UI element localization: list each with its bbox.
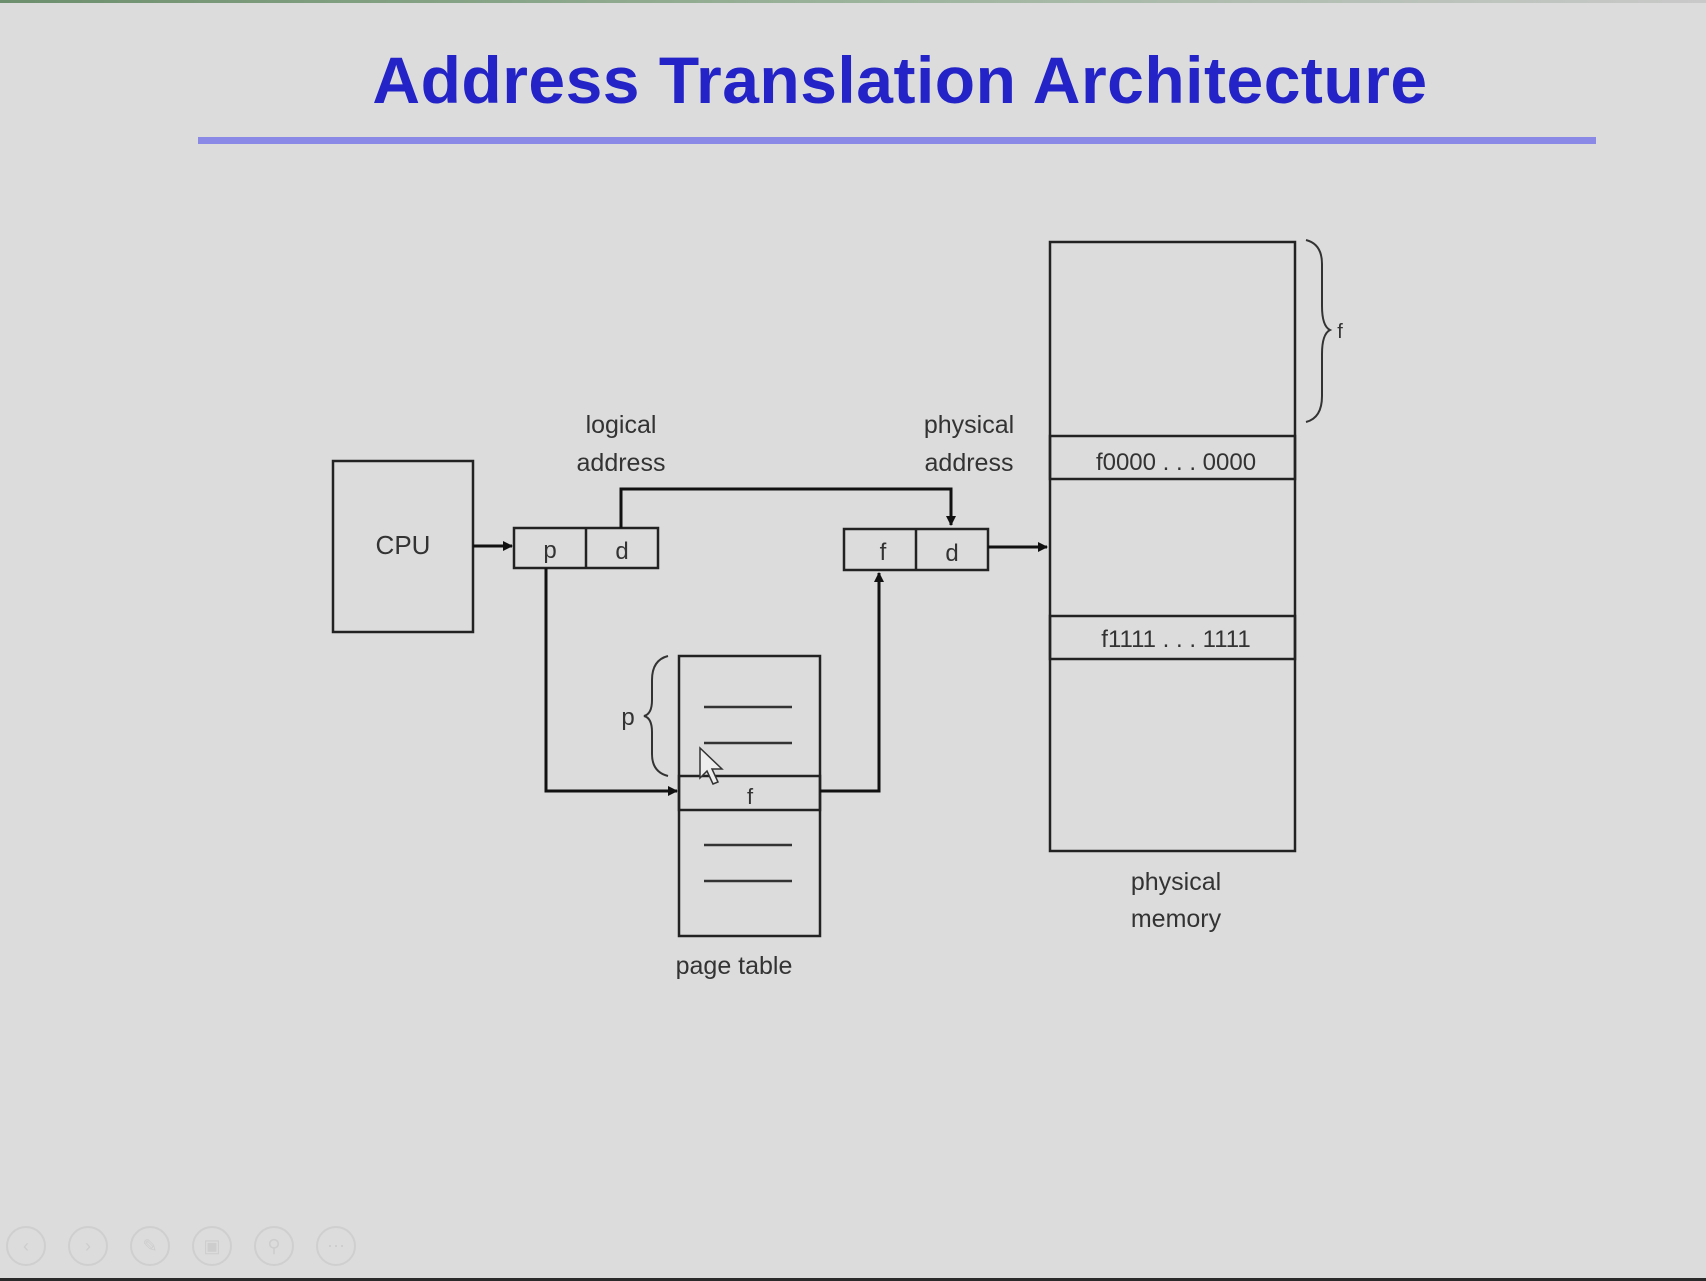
slide-title: Address Translation Architecture [372,43,1428,117]
page-table-brace-label: p [621,704,634,731]
physical-address-register: f d [842,527,990,572]
page-number-lookup-arrow [544,568,678,796]
window-top-strip [0,0,1706,3]
previous-icon[interactable]: ‹ [6,1226,46,1266]
physical-memory: f0000 . . . 0000 f1111 . . . 1111 [1048,240,1297,853]
memory-frame-brace [1305,239,1333,423]
physical-address-label-line2: address [925,449,1014,477]
physical-memory-caption-line2: memory [1131,905,1222,933]
cpu-label: CPU [376,530,431,560]
physical-address-label-line1: physical [924,411,1014,439]
zoom-icon[interactable]: ⚲ [254,1226,294,1266]
page-table-brace [643,655,669,777]
logical-address-label-line1: logical [586,411,657,439]
page-table-entry [677,774,822,812]
slides-icon[interactable]: ▣ [192,1226,232,1266]
frame-number-arrow [820,572,884,793]
physical-memory-caption-line1: physical [1131,868,1221,896]
logical-address-register: p d [512,526,660,570]
offset-copy-arrow [619,487,956,528]
page-table-caption: page table [676,952,793,980]
next-icon[interactable]: › [68,1226,108,1266]
memory-frame-start-label: f0000 . . . 0000 [1096,449,1256,476]
title-underline [198,137,1596,144]
physical-d-field: d [945,540,958,567]
memory-frame-start-row [1048,434,1297,481]
logical-d-field: d [615,538,628,565]
slideshow-controls: ‹ › ✎ ▣ ⚲ ⋯ [6,1226,356,1266]
page-table: f [677,654,822,938]
logical-p-field: p [543,537,556,564]
page-table-entry-label: f [747,784,754,809]
memory-brace-label: f [1337,321,1343,343]
window-bottom-edge [0,1278,1706,1281]
logical-address-label-line2: address [577,449,666,477]
physical-f-field: f [880,539,887,566]
memory-frame-end-label: f1111 . . . 1111 [1101,626,1250,653]
cpu-box: CPU [331,459,475,634]
mouse-cursor [699,746,724,785]
memory-frame-end-row [1048,614,1297,661]
more-icon[interactable]: ⋯ [316,1226,356,1266]
pen-icon[interactable]: ✎ [130,1226,170,1266]
